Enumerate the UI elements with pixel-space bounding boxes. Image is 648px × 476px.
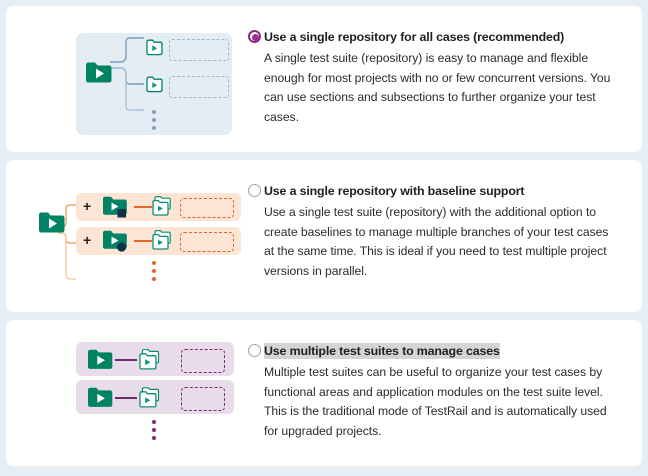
add-baseline-plus-icon[interactable]: +: [83, 198, 92, 214]
option-text-multiple-test-suites: Use multiple test suites to manage cases…: [248, 320, 642, 441]
placeholder-box: [169, 76, 229, 98]
folder-play-icon: [88, 349, 113, 375]
multiple-test-suites-diagram: [6, 320, 264, 466]
connector-line: [115, 397, 137, 399]
option-title: Use a single repository with baseline su…: [264, 184, 525, 198]
connector-lines: [110, 37, 144, 111]
folder-stack-icon: [139, 349, 162, 376]
option-card-multiple-test-suites[interactable]: Use multiple test suites to manage cases…: [6, 320, 642, 466]
folder-play-badge-icon: [103, 196, 128, 223]
radio-single-repository[interactable]: [248, 30, 261, 43]
folder-stack-icon: [139, 387, 162, 414]
option-description: Use a single test suite (repository) wit…: [264, 205, 609, 278]
folder-play-outline-icon: [146, 76, 163, 98]
folder-play-badge-icon: [103, 230, 128, 257]
placeholder-box: [180, 232, 234, 252]
option-title: Use a single repository for all cases (r…: [264, 30, 565, 44]
single-repository-diagram: [6, 6, 264, 152]
connector-line: [115, 359, 137, 361]
connector-brace: [58, 204, 76, 280]
connector-line: [134, 240, 152, 242]
add-baseline-plus-icon[interactable]: +: [83, 232, 92, 248]
folder-play-icon: [86, 62, 112, 88]
option-description: A single test suite (repository) is easy…: [264, 51, 611, 124]
option-title: Use multiple test suites to manage cases: [264, 343, 500, 359]
option-description: Multiple test suites can be useful to or…: [264, 365, 607, 438]
option-card-single-repository[interactable]: Use a single repository for all cases (r…: [6, 6, 642, 152]
folder-stack-icon: [152, 196, 174, 222]
option-text-single-repository: Use a single repository for all cases (r…: [248, 6, 642, 127]
option-text-baseline-support: Use a single repository with baseline su…: [248, 160, 642, 281]
radio-baseline-support[interactable]: [248, 184, 261, 197]
ellipsis-dots: [152, 420, 156, 440]
folder-stack-icon: [152, 230, 174, 256]
placeholder-box: [180, 198, 234, 218]
placeholder-box: [181, 349, 225, 373]
radio-multiple-test-suites[interactable]: [248, 344, 261, 357]
folder-play-icon: [39, 212, 65, 238]
ellipsis-dots: [152, 261, 156, 281]
placeholder-box: [181, 387, 225, 411]
baseline-support-diagram: + +: [6, 160, 264, 312]
folder-play-outline-icon: [146, 39, 163, 61]
option-card-baseline-support[interactable]: + +: [6, 160, 642, 312]
connector-line: [134, 206, 152, 208]
ellipsis-dots: [152, 110, 156, 130]
placeholder-box: [169, 39, 229, 61]
folder-play-icon: [88, 387, 113, 413]
